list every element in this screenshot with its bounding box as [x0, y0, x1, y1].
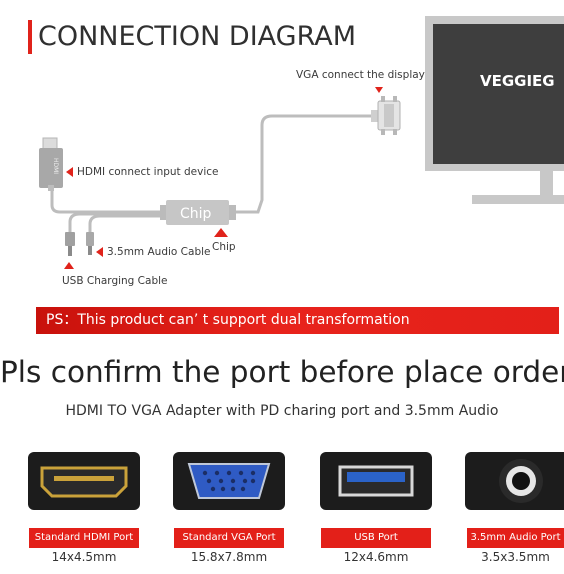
monitor-brand: VEGGIEG	[480, 72, 555, 90]
connection-diagram: VEGGIEG HDMI	[39, 16, 564, 256]
subheadline: HDMI TO VGA Adapter with PD charing port…	[65, 403, 499, 419]
monitor-icon	[425, 16, 564, 204]
vga-port-icon	[173, 452, 285, 510]
ps-note: PS：This product can’ t support dual tran…	[46, 312, 410, 328]
port-label-usb: USB Port	[321, 528, 431, 548]
vga-label: VGA connect the display	[296, 69, 425, 81]
usb-pointer	[64, 262, 74, 269]
port-size-hdmi: 14x4.5mm	[51, 550, 117, 564]
ps-banner	[36, 307, 559, 334]
chip-pointer	[214, 228, 228, 237]
usb-label: USB Charging Cable	[62, 275, 168, 287]
vga-plug-icon	[371, 96, 401, 135]
audio-pointer	[96, 247, 103, 257]
vga-pointer	[375, 87, 383, 93]
audio-label: 3.5mm Audio Cable	[107, 246, 211, 258]
audio-port-icon	[465, 452, 564, 510]
chip-box-label: Chip	[180, 206, 212, 222]
port-size-vga: 15.8x7.8mm	[190, 550, 268, 564]
usb-port-icon	[320, 452, 432, 510]
hdmi-label: HDMI connect input device	[77, 166, 219, 178]
port-label-vga: Standard VGA Port	[174, 528, 284, 548]
diagram-title: CONNECTION DIAGRAM	[38, 21, 357, 52]
port-size-audio: 3.5x3.5mm	[481, 550, 550, 564]
usb-plug-icon	[86, 232, 94, 255]
hdmi-pointer	[66, 167, 73, 177]
audio-plug-icon	[65, 232, 75, 256]
port-size-usb: 12x4.6mm	[343, 550, 409, 564]
hdmi-port-icon	[28, 452, 140, 510]
port-label-audio: 3.5mm Audio Port	[467, 528, 564, 548]
port-label-hdmi: Standard HDMI Port	[29, 528, 139, 548]
hdmi-plug-icon	[39, 137, 63, 191]
title-accent-bar	[28, 20, 32, 54]
cables	[50, 114, 374, 234]
hdmi-plug-text: HDMI	[52, 158, 59, 174]
chip-icon	[160, 200, 236, 225]
chip-label: Chip	[212, 241, 236, 253]
headline: Pls confirm the port before place order	[0, 355, 564, 389]
